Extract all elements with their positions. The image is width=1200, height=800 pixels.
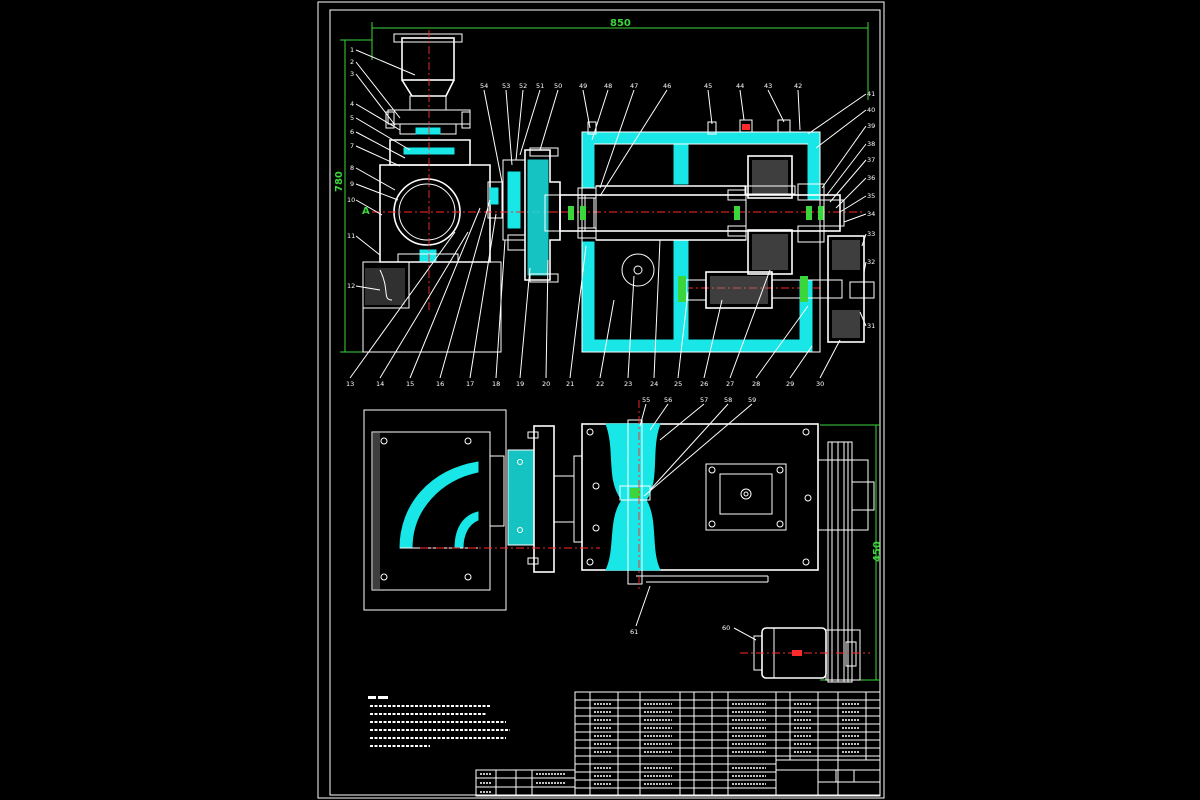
callout-12: 12 [347, 282, 355, 290]
callout-30: 30 [816, 380, 824, 388]
callout-11: 11 [347, 232, 355, 240]
callout-2: 2 [350, 58, 354, 66]
callouts-left: 1 2 3 4 5 6 7 8 9 10 11 12 A [347, 46, 370, 290]
callout-57: 57 [700, 396, 708, 404]
callout-13: 13 [346, 380, 354, 388]
callout-25: 25 [674, 380, 682, 388]
inner-border [329, 9, 881, 796]
callout-61: 61 [630, 628, 638, 636]
callout-19: 19 [516, 380, 524, 388]
callout-28: 28 [752, 380, 760, 388]
callout-26: 26 [700, 380, 708, 388]
callout-17: 17 [466, 380, 474, 388]
technical-notes [368, 696, 510, 747]
callout-43: 43 [764, 82, 772, 90]
gearbox-housing [559, 119, 845, 353]
dimension-bottom-text: 450 [872, 541, 883, 562]
callout-24: 24 [650, 380, 658, 388]
callout-44: 44 [736, 82, 744, 90]
callout-16: 16 [436, 380, 444, 388]
callout-33: 33 [867, 230, 875, 238]
callout-32: 32 [867, 258, 875, 266]
callout-18: 18 [492, 380, 500, 388]
dimension-width: 850 [371, 18, 869, 100]
callout-53: 53 [502, 82, 510, 90]
dimension-height-text: 780 [334, 171, 345, 192]
callouts-top: 54 53 52 51 50 49 48 47 46 45 44 43 42 [480, 82, 802, 90]
callout-48: 48 [604, 82, 612, 90]
callout-60: 60 [722, 624, 730, 632]
callout-23: 23 [624, 380, 632, 388]
callout-50: 50 [554, 82, 562, 90]
dimension-width-text: 850 [610, 18, 631, 29]
callout-1: 1 [350, 46, 354, 54]
callouts-bottom: 13 14 15 16 17 18 19 20 21 22 23 24 25 2… [346, 380, 824, 388]
callout-42: 42 [794, 82, 802, 90]
plan-motor [740, 627, 870, 679]
callout-58: 58 [724, 396, 732, 404]
leader-lines [349, 49, 867, 379]
section-marker: A [362, 206, 370, 217]
callout-4: 4 [350, 100, 354, 108]
revision-table [475, 769, 576, 797]
callout-3: 3 [350, 70, 354, 78]
callout-27: 27 [726, 380, 734, 388]
callouts-right: 41 40 39 38 37 36 35 34 33 32 31 [867, 90, 875, 330]
callout-8: 8 [350, 164, 354, 172]
callout-59: 59 [748, 396, 756, 404]
callout-31: 31 [867, 322, 875, 330]
plan-flange [507, 425, 583, 573]
plan-belt-drive [817, 441, 875, 683]
callout-10: 10 [347, 196, 355, 204]
callout-15: 15 [406, 380, 414, 388]
callout-34: 34 [867, 210, 875, 218]
callout-22: 22 [596, 380, 604, 388]
callout-45: 45 [704, 82, 712, 90]
callout-49: 49 [579, 82, 587, 90]
callout-14: 14 [376, 380, 384, 388]
plan-elbow-box [363, 409, 507, 611]
callout-21: 21 [566, 380, 574, 388]
callout-35: 35 [867, 192, 875, 200]
callout-46: 46 [663, 82, 671, 90]
callout-38: 38 [867, 140, 875, 148]
callout-20: 20 [542, 380, 550, 388]
callout-36: 36 [867, 174, 875, 182]
pulley-side [827, 235, 875, 343]
plan-leaders: 55 56 57 58 59 60 61 [630, 396, 756, 641]
callout-37: 37 [867, 156, 875, 164]
callout-6: 6 [350, 128, 354, 136]
callout-41: 41 [867, 90, 875, 98]
callout-39: 39 [867, 122, 875, 130]
callout-29: 29 [786, 380, 794, 388]
plan-housing [581, 419, 819, 585]
callout-40: 40 [867, 106, 875, 114]
callout-52: 52 [519, 82, 527, 90]
coupling-assembly [507, 147, 586, 283]
callout-7: 7 [350, 142, 354, 150]
callout-5: 5 [350, 114, 354, 122]
callout-56: 56 [664, 396, 672, 404]
parts-list-table [574, 691, 881, 797]
callout-54: 54 [480, 82, 488, 90]
callout-9: 9 [350, 180, 354, 188]
outer-border [317, 1, 885, 799]
callout-47: 47 [630, 82, 638, 90]
callout-51: 51 [536, 82, 544, 90]
callout-55: 55 [642, 396, 650, 404]
